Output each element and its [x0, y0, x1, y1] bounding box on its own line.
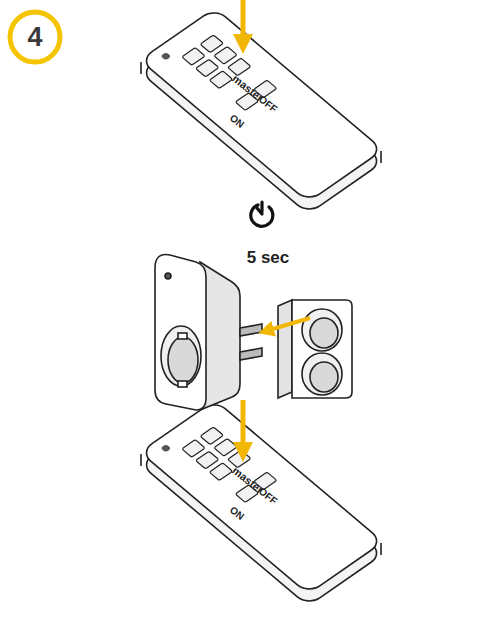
plug-adapter	[155, 255, 262, 410]
insert-arrow	[266, 318, 310, 331]
remote-control	[140, 400, 383, 606]
duration-label: 5 sec	[247, 248, 290, 268]
step-number-circle: 4	[7, 9, 63, 65]
timer-icon	[251, 202, 273, 226]
remote-control	[140, 8, 383, 214]
press-arrow	[241, 0, 246, 44]
wall-socket	[278, 300, 352, 398]
step-number: 4	[7, 9, 63, 65]
press-arrow	[241, 400, 246, 452]
